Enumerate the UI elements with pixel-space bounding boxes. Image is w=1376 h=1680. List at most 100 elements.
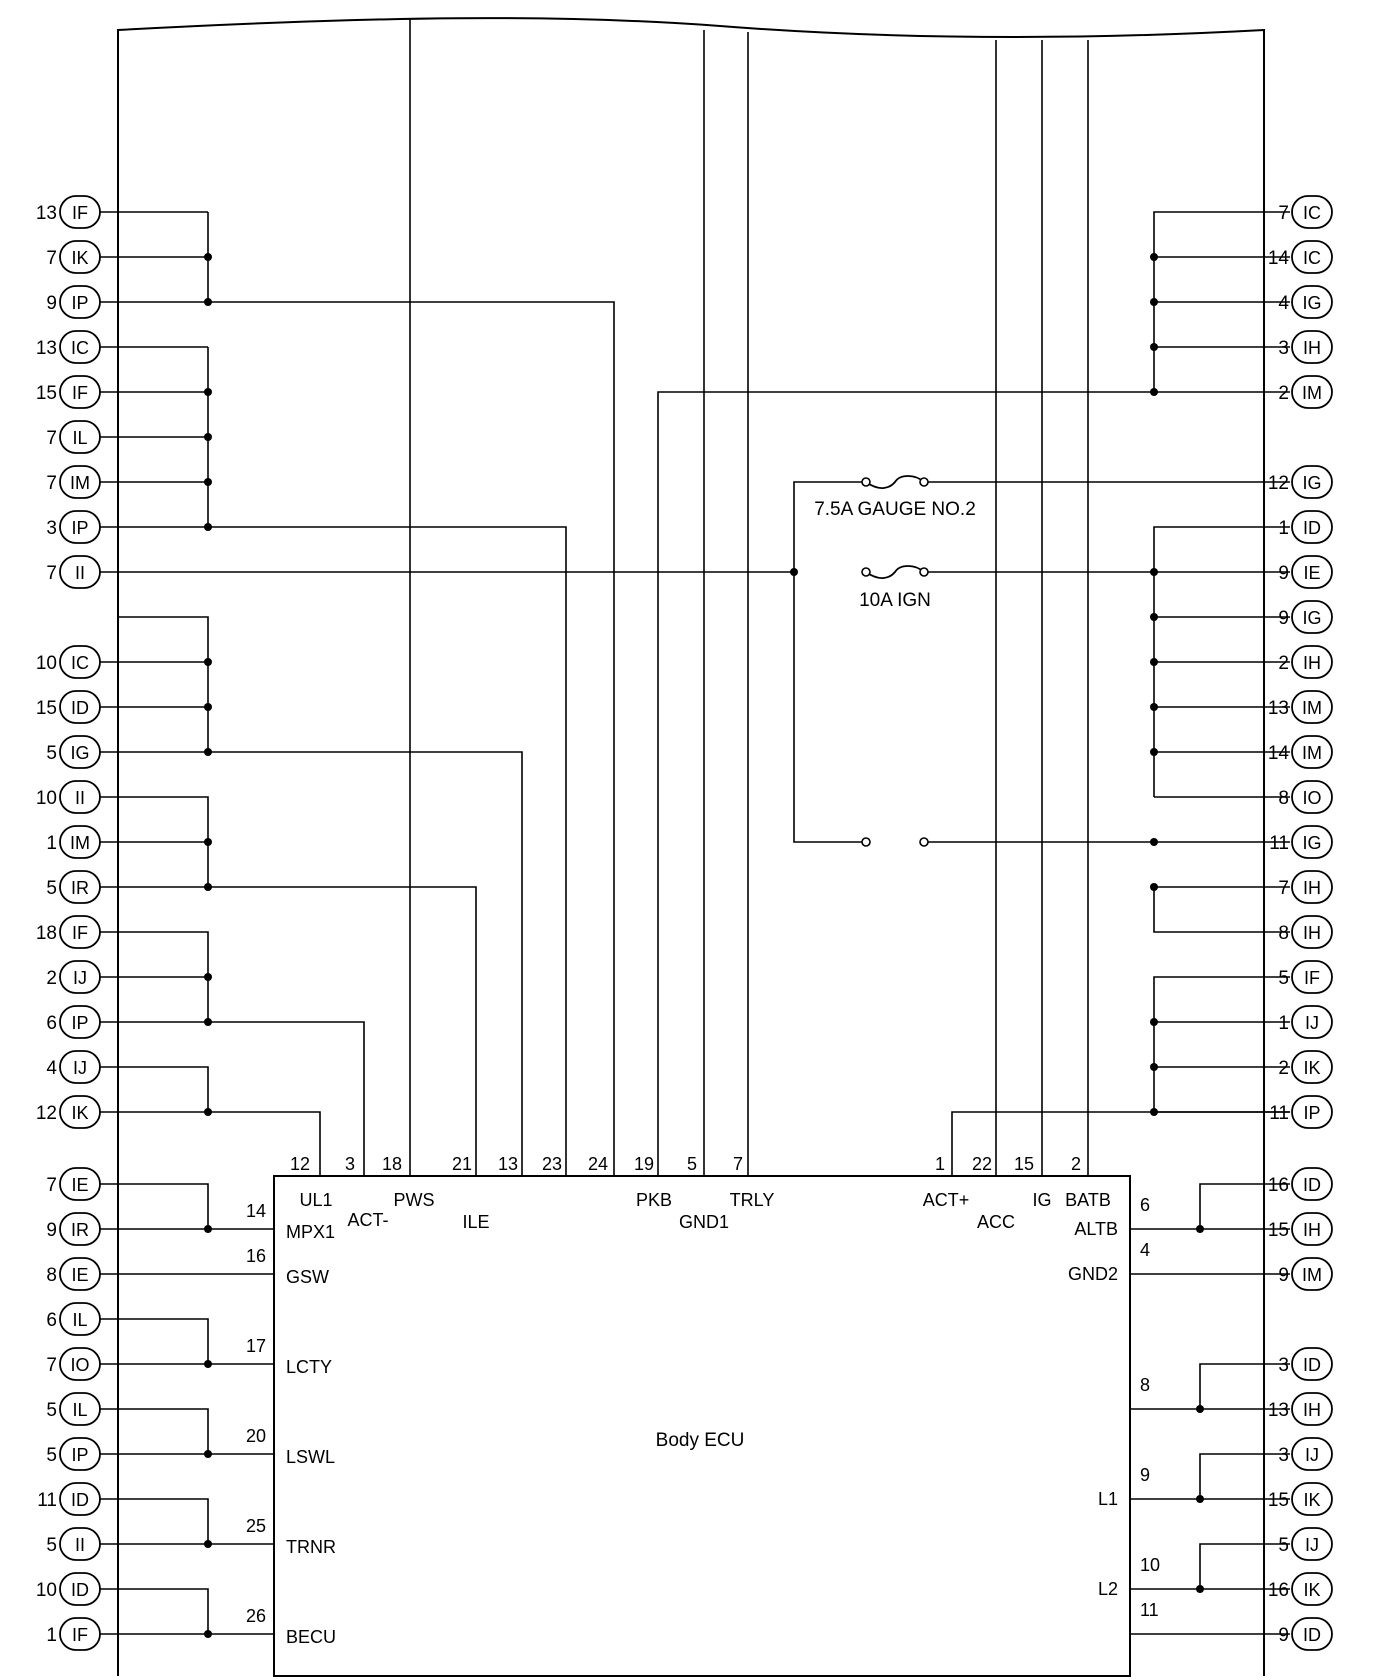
connector-oval bbox=[59, 555, 101, 589]
junction-dot bbox=[1150, 703, 1158, 711]
connector-pin-number: 1 bbox=[1278, 1013, 1289, 1034]
wire bbox=[98, 1318, 209, 1364]
connector-code: IO bbox=[70, 1355, 89, 1375]
junction-dot bbox=[1196, 1225, 1204, 1233]
connector-code: IP bbox=[1303, 1103, 1320, 1123]
connector-pin-number: 15 bbox=[1268, 1490, 1289, 1511]
connector-oval bbox=[1291, 1050, 1333, 1084]
fuse-terminal bbox=[861, 477, 871, 487]
connector-oval bbox=[59, 420, 101, 454]
connector-code: IK bbox=[1303, 1580, 1320, 1600]
connector-pin-number: 3 bbox=[1278, 1445, 1289, 1466]
top-pin-label: TRLY bbox=[730, 1190, 775, 1210]
connector-code: IC bbox=[71, 338, 89, 358]
connector-oval bbox=[1291, 555, 1333, 589]
connector-oval bbox=[59, 1572, 101, 1606]
connector-code: IK bbox=[71, 1103, 88, 1123]
connector-pin-number: 7 bbox=[46, 1175, 57, 1196]
fuse-label: 7.5A GAUGE NO.2 bbox=[814, 499, 976, 520]
connector-code: IG bbox=[1302, 608, 1321, 628]
connector-code: IF bbox=[72, 1625, 88, 1645]
connector-oval bbox=[59, 1257, 101, 1291]
connector-pin-number: 7 bbox=[46, 563, 57, 584]
connector-pin-number: 18 bbox=[36, 923, 57, 944]
connector-oval bbox=[59, 1095, 101, 1129]
connector-oval bbox=[59, 735, 101, 769]
connector-pin-number: 8 bbox=[1278, 788, 1289, 809]
connector-pin-number: 4 bbox=[1278, 293, 1289, 314]
connector-pin-number: 3 bbox=[46, 518, 57, 539]
connector-code: IG bbox=[1302, 293, 1321, 313]
connector-oval bbox=[59, 1392, 101, 1426]
connector-pin-number: 9 bbox=[1278, 563, 1289, 584]
connector-oval bbox=[59, 645, 101, 679]
connector-oval bbox=[1291, 1347, 1333, 1381]
connector-oval bbox=[1291, 240, 1333, 274]
connector-code: IP bbox=[71, 1013, 88, 1033]
connector-code: IM bbox=[1302, 743, 1322, 763]
left-pin-label: TRNR bbox=[286, 1537, 336, 1557]
connector-oval bbox=[59, 1527, 101, 1561]
junction-dot bbox=[204, 1018, 212, 1026]
junction-dot bbox=[204, 883, 212, 891]
top-pin-number: 7 bbox=[733, 1154, 743, 1174]
top-pin-number: 2 bbox=[1071, 1154, 1081, 1174]
connector-pin-number: 5 bbox=[46, 743, 57, 764]
connector-code: IK bbox=[1303, 1490, 1320, 1510]
right-connector-2: 4 IG bbox=[1278, 285, 1333, 319]
connector-pin-number: 10 bbox=[36, 653, 57, 674]
junction-dot bbox=[790, 568, 798, 576]
connector-oval bbox=[1291, 1392, 1333, 1426]
connector-code: IM bbox=[1302, 383, 1322, 403]
connector-pin-number: 5 bbox=[1278, 968, 1289, 989]
top-pin-label: ILE bbox=[462, 1212, 489, 1232]
connector-pin-number: 8 bbox=[1278, 923, 1289, 944]
connector-oval bbox=[1291, 735, 1333, 769]
top-pin-label: GND1 bbox=[679, 1212, 729, 1232]
right-pin-number: 10 bbox=[1140, 1555, 1160, 1575]
connector-pin-number: 13 bbox=[36, 338, 57, 359]
top-pin-number: 3 bbox=[345, 1154, 355, 1174]
connector-pin-number: 7 bbox=[46, 473, 57, 494]
connector-oval bbox=[59, 870, 101, 904]
fuse-terminal bbox=[919, 477, 929, 487]
junction-dot bbox=[204, 1450, 212, 1458]
wire bbox=[1199, 1453, 1290, 1499]
wire bbox=[98, 1588, 209, 1634]
connector-oval bbox=[1291, 285, 1333, 319]
connector-oval bbox=[1291, 1482, 1333, 1516]
connector-oval bbox=[1291, 330, 1333, 364]
junction-dot bbox=[1150, 838, 1158, 846]
connector-code: IL bbox=[72, 1310, 87, 1330]
connector-pin-number: 9 bbox=[46, 293, 57, 314]
right-pin-number: 4 bbox=[1140, 1240, 1150, 1260]
connector-code: IH bbox=[1303, 1220, 1321, 1240]
wire bbox=[1199, 1183, 1290, 1229]
connector-pin-number: 2 bbox=[46, 968, 57, 989]
left-pin-number: 26 bbox=[246, 1606, 266, 1626]
junction-dot bbox=[204, 703, 212, 711]
junction-dot bbox=[1150, 1018, 1158, 1026]
connector-code: IH bbox=[1303, 338, 1321, 358]
connector-code: IG bbox=[70, 743, 89, 763]
fuse-terminal bbox=[861, 567, 871, 577]
connector-oval bbox=[1291, 1437, 1333, 1471]
connector-code: IF bbox=[72, 923, 88, 943]
connector-oval bbox=[59, 285, 101, 319]
connector-pin-number: 1 bbox=[46, 833, 57, 854]
fuse-0: 7.5A GAUGE NO.2 bbox=[814, 475, 976, 520]
